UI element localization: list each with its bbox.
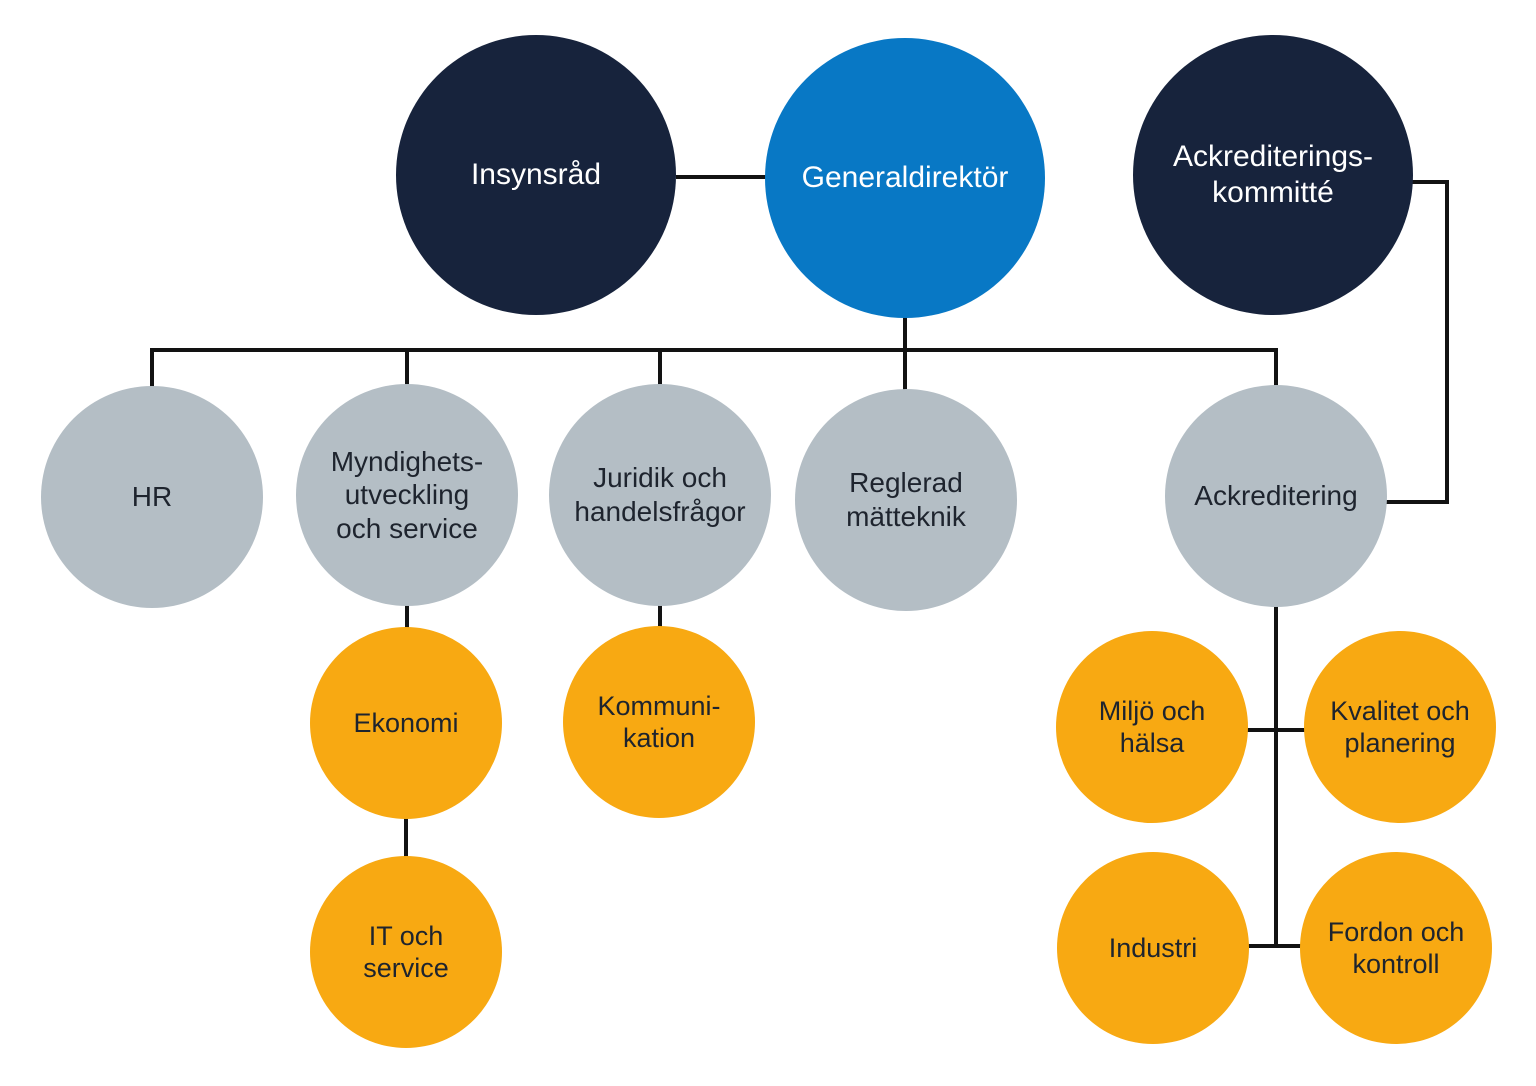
org-node-ackreditering: Ackreditering bbox=[1165, 385, 1387, 607]
org-node-it-service: IT och service bbox=[310, 856, 502, 1048]
org-node-generaldirektor-label: Generaldirektör bbox=[801, 161, 1009, 194]
org-node-industri-label: Industri bbox=[1108, 932, 1198, 963]
org-node-miljo-label: Miljö och hälsa bbox=[1098, 695, 1206, 758]
org-node-industri: Industri bbox=[1057, 852, 1249, 1044]
org-node-ackrediteringskommitte: Ackrediterings- kommitté bbox=[1133, 35, 1413, 315]
edge-kommitte-ackreditering-elbow bbox=[1384, 180, 1449, 504]
org-node-kommunikation: Kommuni- kation bbox=[563, 626, 755, 818]
org-node-juridik: Juridik och handelsfrågor bbox=[549, 384, 771, 606]
org-node-fordon: Fordon och kontroll bbox=[1300, 852, 1492, 1044]
org-node-miljo: Miljö och hälsa bbox=[1056, 631, 1248, 823]
org-node-fordon-label: Fordon och kontroll bbox=[1327, 916, 1465, 979]
org-node-juridik-label: Juridik och handelsfrågor bbox=[574, 462, 746, 527]
org-node-insynsrad: Insynsråd bbox=[396, 35, 676, 315]
org-node-hr: HR bbox=[41, 386, 263, 608]
org-node-myndighetsutveckling-label: Myndighets- utveckling och service bbox=[330, 445, 484, 544]
org-node-insynsrad-label: Insynsråd bbox=[470, 158, 602, 191]
org-node-myndighetsutveckling: Myndighets- utveckling och service bbox=[296, 384, 518, 606]
org-node-ackrediteringskommitte-label: Ackrediterings- kommitté bbox=[1172, 140, 1374, 209]
org-node-ekonomi: Ekonomi bbox=[310, 627, 502, 819]
org-node-reglerad: Reglerad mätteknik bbox=[795, 389, 1017, 611]
org-node-generaldirektor: Generaldirektör bbox=[765, 38, 1045, 318]
org-node-ackreditering-label: Ackreditering bbox=[1194, 480, 1358, 512]
org-node-hr-label: HR bbox=[131, 481, 173, 513]
org-node-kvalitet: Kvalitet och planering bbox=[1304, 631, 1496, 823]
org-node-kommunikation-label: Kommuni- kation bbox=[597, 690, 721, 753]
org-node-it-service-label: IT och service bbox=[363, 920, 449, 983]
org-node-kvalitet-label: Kvalitet och planering bbox=[1330, 695, 1470, 758]
org-node-ekonomi-label: Ekonomi bbox=[353, 707, 459, 738]
org-node-reglerad-label: Reglerad mätteknik bbox=[846, 467, 966, 532]
